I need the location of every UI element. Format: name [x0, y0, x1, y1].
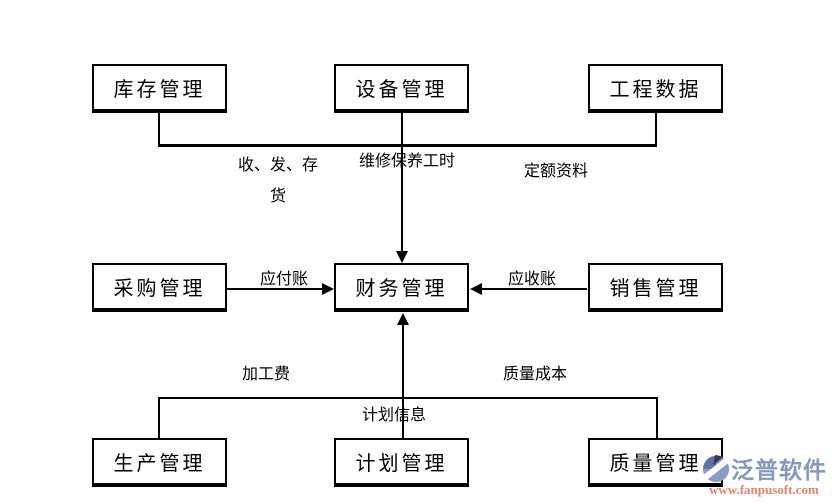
- box-label: 质量管理: [609, 453, 702, 475]
- box-label: 设备管理: [355, 79, 448, 101]
- box-label: 采购管理: [113, 278, 206, 300]
- box-engineering-data: 工程数据: [588, 64, 723, 113]
- box-equipment-management: 设备管理: [334, 64, 469, 113]
- box-label: 生产管理: [113, 453, 206, 475]
- fanpu-logo-icon: [701, 453, 731, 483]
- arrowhead-down-finance-top: [396, 251, 408, 263]
- edge-label-inventory-goods: 收、发、存 货: [218, 150, 338, 212]
- box-label: 工程数据: [609, 79, 702, 101]
- edge-label-line1: 收、发、存: [237, 157, 318, 174]
- box-planning-management: 计划管理: [334, 438, 469, 487]
- arrowhead-left-finance-right: [470, 283, 482, 295]
- edge-label-maintenance-hours: 维修保养工时: [358, 153, 455, 170]
- edge-label-line2: 货: [269, 188, 286, 205]
- edge-label-quota-data: 定额资料: [523, 163, 588, 180]
- box-label: 财务管理: [355, 278, 448, 300]
- vendor-watermark: 泛普软件 www.fanpusoft.com: [701, 451, 837, 498]
- edge-label-processing-fee: 加工费: [241, 366, 290, 383]
- edge-label-accounts-receivable: 应收账: [507, 271, 556, 288]
- edge-label-accounts-payable: 应付账: [259, 271, 308, 288]
- box-purchasing-management: 采购管理: [92, 263, 227, 312]
- vendor-url: www.fanpusoft.com: [709, 482, 819, 497]
- box-sales-management: 销售管理: [588, 263, 723, 312]
- box-label: 计划管理: [355, 453, 448, 475]
- edge-label-plan-information: 计划信息: [361, 407, 426, 424]
- box-label: 库存管理: [113, 79, 206, 101]
- edge-label-quality-cost: 质量成本: [502, 366, 567, 383]
- vendor-brand-name: 泛普软件: [731, 457, 827, 483]
- box-label: 销售管理: [609, 278, 702, 300]
- box-inventory-management: 库存管理: [92, 64, 227, 113]
- box-production-management: 生产管理: [92, 438, 227, 487]
- arrowhead-right-finance-left: [322, 283, 334, 295]
- box-finance-management: 财务管理: [334, 263, 469, 312]
- arrowhead-up-finance-bottom: [397, 313, 409, 325]
